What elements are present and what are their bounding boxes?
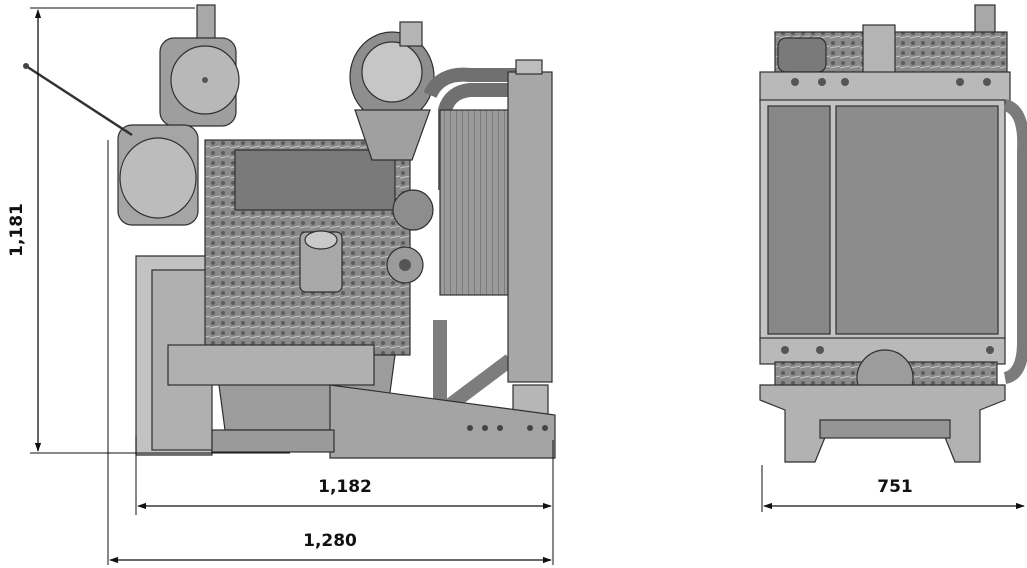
front-view-engine	[759, 4, 1027, 463]
height-label: 1,181	[7, 203, 27, 257]
side-view-engine	[23, 4, 556, 459]
length-overall-label: 1,280	[303, 531, 357, 551]
width-label: 751	[877, 477, 913, 497]
length-base-label: 1,182	[318, 477, 372, 497]
